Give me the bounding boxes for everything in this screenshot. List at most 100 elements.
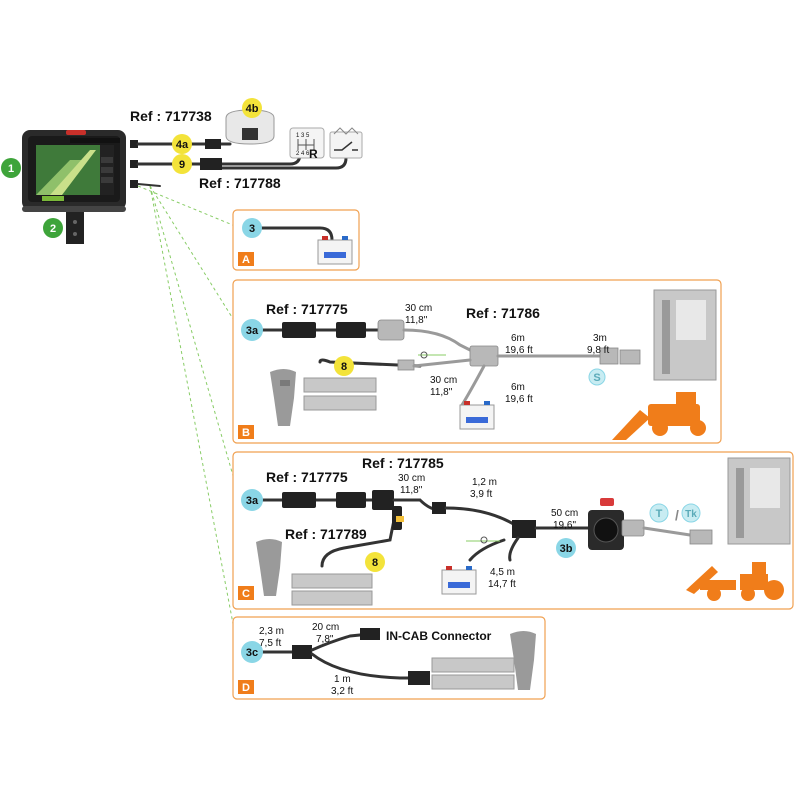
joystick-icon-c — [256, 539, 282, 596]
ref-717789: Ref : 717789 — [285, 526, 367, 542]
keypad-icon-d — [431, 657, 515, 690]
switch-icon — [329, 127, 363, 159]
battery-icon — [317, 236, 353, 265]
badge-2 — [43, 218, 63, 238]
ref-717775-b: Ref : 717775 — [266, 301, 348, 317]
svg-text:1 3 5: 1 3 5 — [296, 133, 310, 139]
badge-3a-c-label: 3a — [246, 495, 259, 507]
svg-text:2 4 6: 2 4 6 — [296, 151, 310, 157]
badge-3c — [241, 641, 263, 663]
len-c-3-9: 3,9 ft — [470, 489, 492, 500]
badge-8-b — [334, 356, 354, 376]
connector-4a — [205, 139, 221, 149]
badge-1 — [1, 158, 21, 178]
ref-717785: Ref : 717785 — [362, 455, 444, 471]
connector-9 — [200, 158, 222, 170]
len-c-1-2m: 1,2 m — [472, 477, 497, 488]
len-b-6m-b: 6m — [511, 382, 525, 393]
ref-717788: Ref : 717788 — [199, 175, 281, 191]
len-d-1m: 1 m — [334, 674, 351, 685]
len-b-19-6-a: 19,6 ft — [505, 345, 533, 356]
len-d-3-2: 3,2 ft — [331, 686, 353, 697]
badge-3b — [556, 538, 576, 558]
badge-tk: Tk — [685, 509, 697, 520]
mount-bracket — [66, 212, 84, 244]
loader-icon — [612, 392, 706, 440]
badge-8-c-label: 8 — [372, 557, 378, 569]
tractor-sprayer-icon — [686, 562, 784, 601]
section-b-label: B — [242, 427, 250, 439]
len-d-7-5: 7,5 ft — [259, 638, 281, 649]
badge-s: S — [593, 372, 600, 384]
len-b-6m-a: 6m — [511, 333, 525, 344]
connector-3a-b — [282, 322, 316, 338]
len-b-9-8: 9,8 ft — [587, 345, 609, 356]
gear-shift-icon: 1 3 5 2 4 6 R — [289, 127, 325, 161]
section-d-label: D — [242, 682, 250, 694]
badge-3b-label: 3b — [560, 543, 573, 555]
len-c-50cm: 50 cm — [551, 508, 578, 519]
badge-9-label: 9 — [179, 159, 185, 171]
badge-8-b-label: 8 — [341, 361, 347, 373]
badge-1-label: 1 — [8, 163, 14, 175]
gps-receiver — [225, 109, 275, 145]
badge-3 — [242, 218, 262, 238]
len-b-19-6-b: 19,6 ft — [505, 394, 533, 405]
connector-3a-c — [372, 490, 394, 510]
keypad-icon-b — [303, 377, 377, 411]
section-a: A 3 — [232, 209, 360, 271]
badge-4a-label: 4a — [176, 139, 189, 151]
ref-717775-c: Ref : 717775 — [266, 469, 348, 485]
badge-8-c — [365, 552, 385, 572]
keypad-icon-c — [291, 573, 373, 606]
badge-3-label: 3 — [249, 223, 255, 235]
badge-4b — [242, 98, 262, 118]
display-console — [22, 130, 126, 212]
ecu-box-b — [653, 289, 717, 381]
section-d: D 3c IN-CAB Connector 2,3 m 7,5 ft 20 cm… — [232, 616, 546, 700]
len-d-7-8: 7,8" — [316, 634, 334, 645]
slash: / — [675, 507, 679, 523]
len-d-2-3m: 2,3 m — [259, 626, 284, 637]
junction-box-c — [512, 520, 536, 538]
len-b-11-8-b: 11,8" — [430, 387, 453, 398]
badge-3a-b-label: 3a — [246, 325, 259, 337]
badge-4a — [172, 134, 192, 154]
badge-3a-c — [241, 489, 263, 511]
len-b-30cm-a: 30 cm — [405, 303, 432, 314]
junction-box-b — [469, 345, 499, 367]
len-c-11-8: 11,8" — [400, 485, 423, 496]
section-b: B Ref : 717775 Ref : 71786 3a S 8 30 cm — [232, 279, 722, 444]
badge-3c-label: 3c — [246, 647, 258, 659]
len-b-3m: 3m — [593, 333, 607, 344]
connector-in-cab — [360, 628, 380, 640]
badge-9 — [172, 154, 192, 174]
svg-text:R: R — [309, 147, 318, 161]
len-d-20cm: 20 cm — [312, 622, 339, 633]
len-b-30cm-b: 30 cm — [430, 375, 457, 386]
badge-4b-label: 4b — [246, 103, 259, 115]
ref-717738: Ref : 717738 — [130, 108, 212, 124]
badge-3a-b — [241, 319, 263, 341]
section-c-label: C — [242, 588, 250, 600]
joystick-icon-b — [270, 369, 296, 426]
len-c-19-6in: 19,6" — [553, 520, 576, 531]
port-3 — [130, 180, 138, 188]
len-c-4-5m: 4,5 m — [490, 567, 515, 578]
len-c-30cm: 30 cm — [398, 473, 425, 484]
connector-grey-b2 — [619, 349, 641, 365]
in-cab-connector-label: IN-CAB Connector — [386, 629, 492, 643]
badge-2-label: 2 — [50, 223, 56, 235]
iso-socket — [588, 498, 645, 550]
battery-icon-c — [441, 566, 477, 595]
junction-d — [292, 645, 312, 659]
port-4a — [130, 140, 138, 148]
battery-icon-b — [459, 401, 495, 430]
ref-71786: Ref : 71786 — [466, 305, 540, 321]
connector-grey-b1 — [377, 319, 405, 341]
ecu-box-c — [727, 457, 791, 545]
joystick-icon-d — [510, 631, 536, 690]
len-c-14-7: 14,7 ft — [488, 579, 516, 590]
port-9 — [130, 160, 138, 168]
